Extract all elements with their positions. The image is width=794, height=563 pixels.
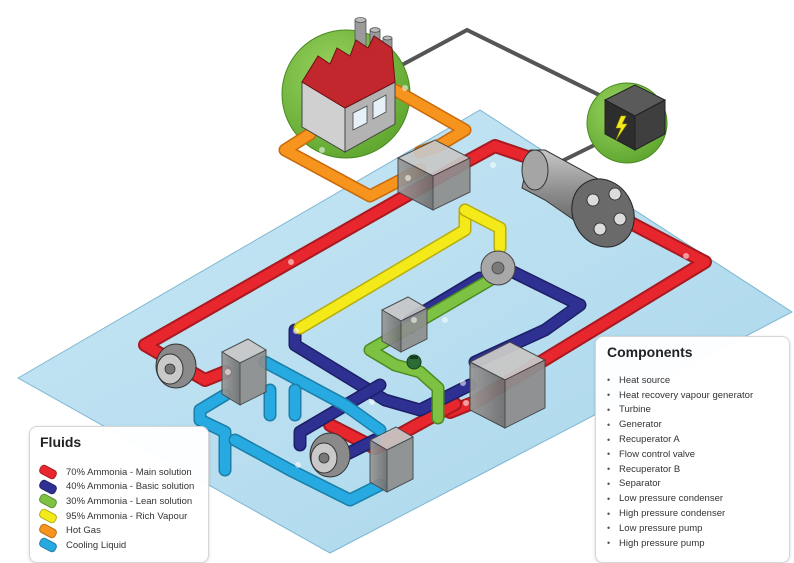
- rich-vapour-pipe: [293, 203, 507, 335]
- component-list-item: • High pressure pump: [607, 536, 753, 551]
- separator: [480, 250, 516, 286]
- recuperator-a: [380, 296, 429, 353]
- component-label: Heat source: [619, 374, 671, 386]
- fluids-title: Fluids: [40, 434, 82, 450]
- component-list-item: • Low pressure pump: [607, 521, 753, 536]
- turbine-cone-icon: [521, 149, 635, 248]
- generator-box: [603, 84, 667, 151]
- high-pressure-pump: [155, 343, 197, 389]
- components-title: Components: [607, 344, 693, 360]
- valve-icon: [406, 354, 422, 370]
- main-solution-pipe: [138, 139, 712, 455]
- bullet-icon: •: [607, 493, 611, 504]
- component-list-item: • Turbine: [607, 403, 753, 418]
- bullet-icon: •: [607, 538, 611, 549]
- heat-recovery-vapour-generator: [396, 139, 472, 211]
- component-list-item: • Flow control valve: [607, 447, 753, 462]
- bullet-icon: •: [607, 419, 611, 430]
- component-list-item: • Low pressure condenser: [607, 491, 753, 506]
- fluid-label: Hot Gas: [66, 525, 101, 537]
- component-label: High pressure pump: [619, 537, 705, 549]
- pipe-swatch-icon: [37, 536, 59, 554]
- factory-icon: [301, 17, 396, 153]
- fluid-legend-item: 70% Ammonia - Main solution: [37, 463, 194, 481]
- bullet-icon: •: [607, 508, 611, 519]
- component-label: Flow control valve: [619, 448, 696, 460]
- fluid-legend-item: Cooling Liquid: [37, 536, 194, 554]
- high-pressure-condenser: [368, 426, 415, 493]
- bullet-icon: •: [607, 478, 611, 489]
- fluid-legend-item: Hot Gas: [37, 522, 194, 540]
- component-list-item: • Generator: [607, 417, 753, 432]
- low-pressure-pump: [309, 432, 351, 478]
- recuperator-b: [468, 341, 547, 429]
- bullet-icon: •: [607, 404, 611, 415]
- bullet-icon: •: [607, 434, 611, 445]
- component-list-item: • Recuperator A: [607, 432, 753, 447]
- component-list-item: • Separator: [607, 477, 753, 492]
- fluids-list: 70% Ammonia - Main solution 40% Ammonia -…: [37, 463, 195, 554]
- fluid-label: Cooling Liquid: [66, 539, 127, 551]
- pipe-swatch-icon: [37, 478, 59, 496]
- component-label: Low pressure pump: [619, 522, 703, 534]
- component-label: Heat recovery vapour generator: [619, 389, 754, 401]
- fluid-legend-item: 40% Ammonia - Basic solution: [37, 478, 195, 496]
- component-label: High pressure condenser: [619, 508, 726, 520]
- fluid-legend-item: 95% Ammonia - Rich Vapour: [37, 507, 194, 525]
- pipe-swatch-icon: [37, 522, 59, 540]
- component-label: Recuperator B: [619, 463, 681, 475]
- component-list-item: • Recuperator B: [607, 462, 753, 477]
- lightning-bolt-icon: [615, 115, 628, 141]
- component-label: Generator: [619, 419, 662, 431]
- components-list: • Heat source • Heat recovery vapour genera…: [607, 373, 753, 551]
- component-label: Turbine: [619, 404, 651, 416]
- fluid-label: 95% Ammonia - Rich Vapour: [66, 510, 188, 522]
- component-list-item: • Heat source: [607, 373, 753, 388]
- component-label: Recuperator A: [619, 434, 680, 446]
- bullet-icon: •: [607, 523, 611, 534]
- fluids-legend: Fluids 70% Ammonia - Main solution 40% Am…: [29, 426, 209, 563]
- pipe-swatch-icon: [37, 492, 59, 511]
- pipe-swatch-icon: [37, 463, 59, 481]
- cooling-liquid-pipe: [193, 355, 387, 507]
- flow-markers: [225, 85, 689, 468]
- bullet-icon: •: [607, 390, 611, 401]
- bullet-icon: •: [607, 464, 611, 475]
- fluid-label: 40% Ammonia - Basic solution: [66, 481, 195, 493]
- component-label: Separator: [619, 478, 661, 490]
- bullet-icon: •: [607, 375, 611, 386]
- fluid-label: 30% Ammonia - Lean solution: [66, 495, 193, 507]
- component-list-item: • High pressure condenser: [607, 506, 753, 521]
- pipe-swatch-icon: [37, 507, 59, 525]
- components-legend: Components • Heat source • Heat recovery va…: [595, 336, 790, 563]
- bullet-icon: •: [607, 449, 611, 460]
- component-list-item: • Heat recovery vapour generator: [607, 388, 753, 403]
- low-pressure-condenser: [220, 338, 268, 406]
- component-label: Low pressure condenser: [619, 493, 724, 505]
- fluid-label: 70% Ammonia - Main solution: [66, 466, 192, 478]
- fluid-legend-item: 30% Ammonia - Lean solution: [37, 492, 194, 511]
